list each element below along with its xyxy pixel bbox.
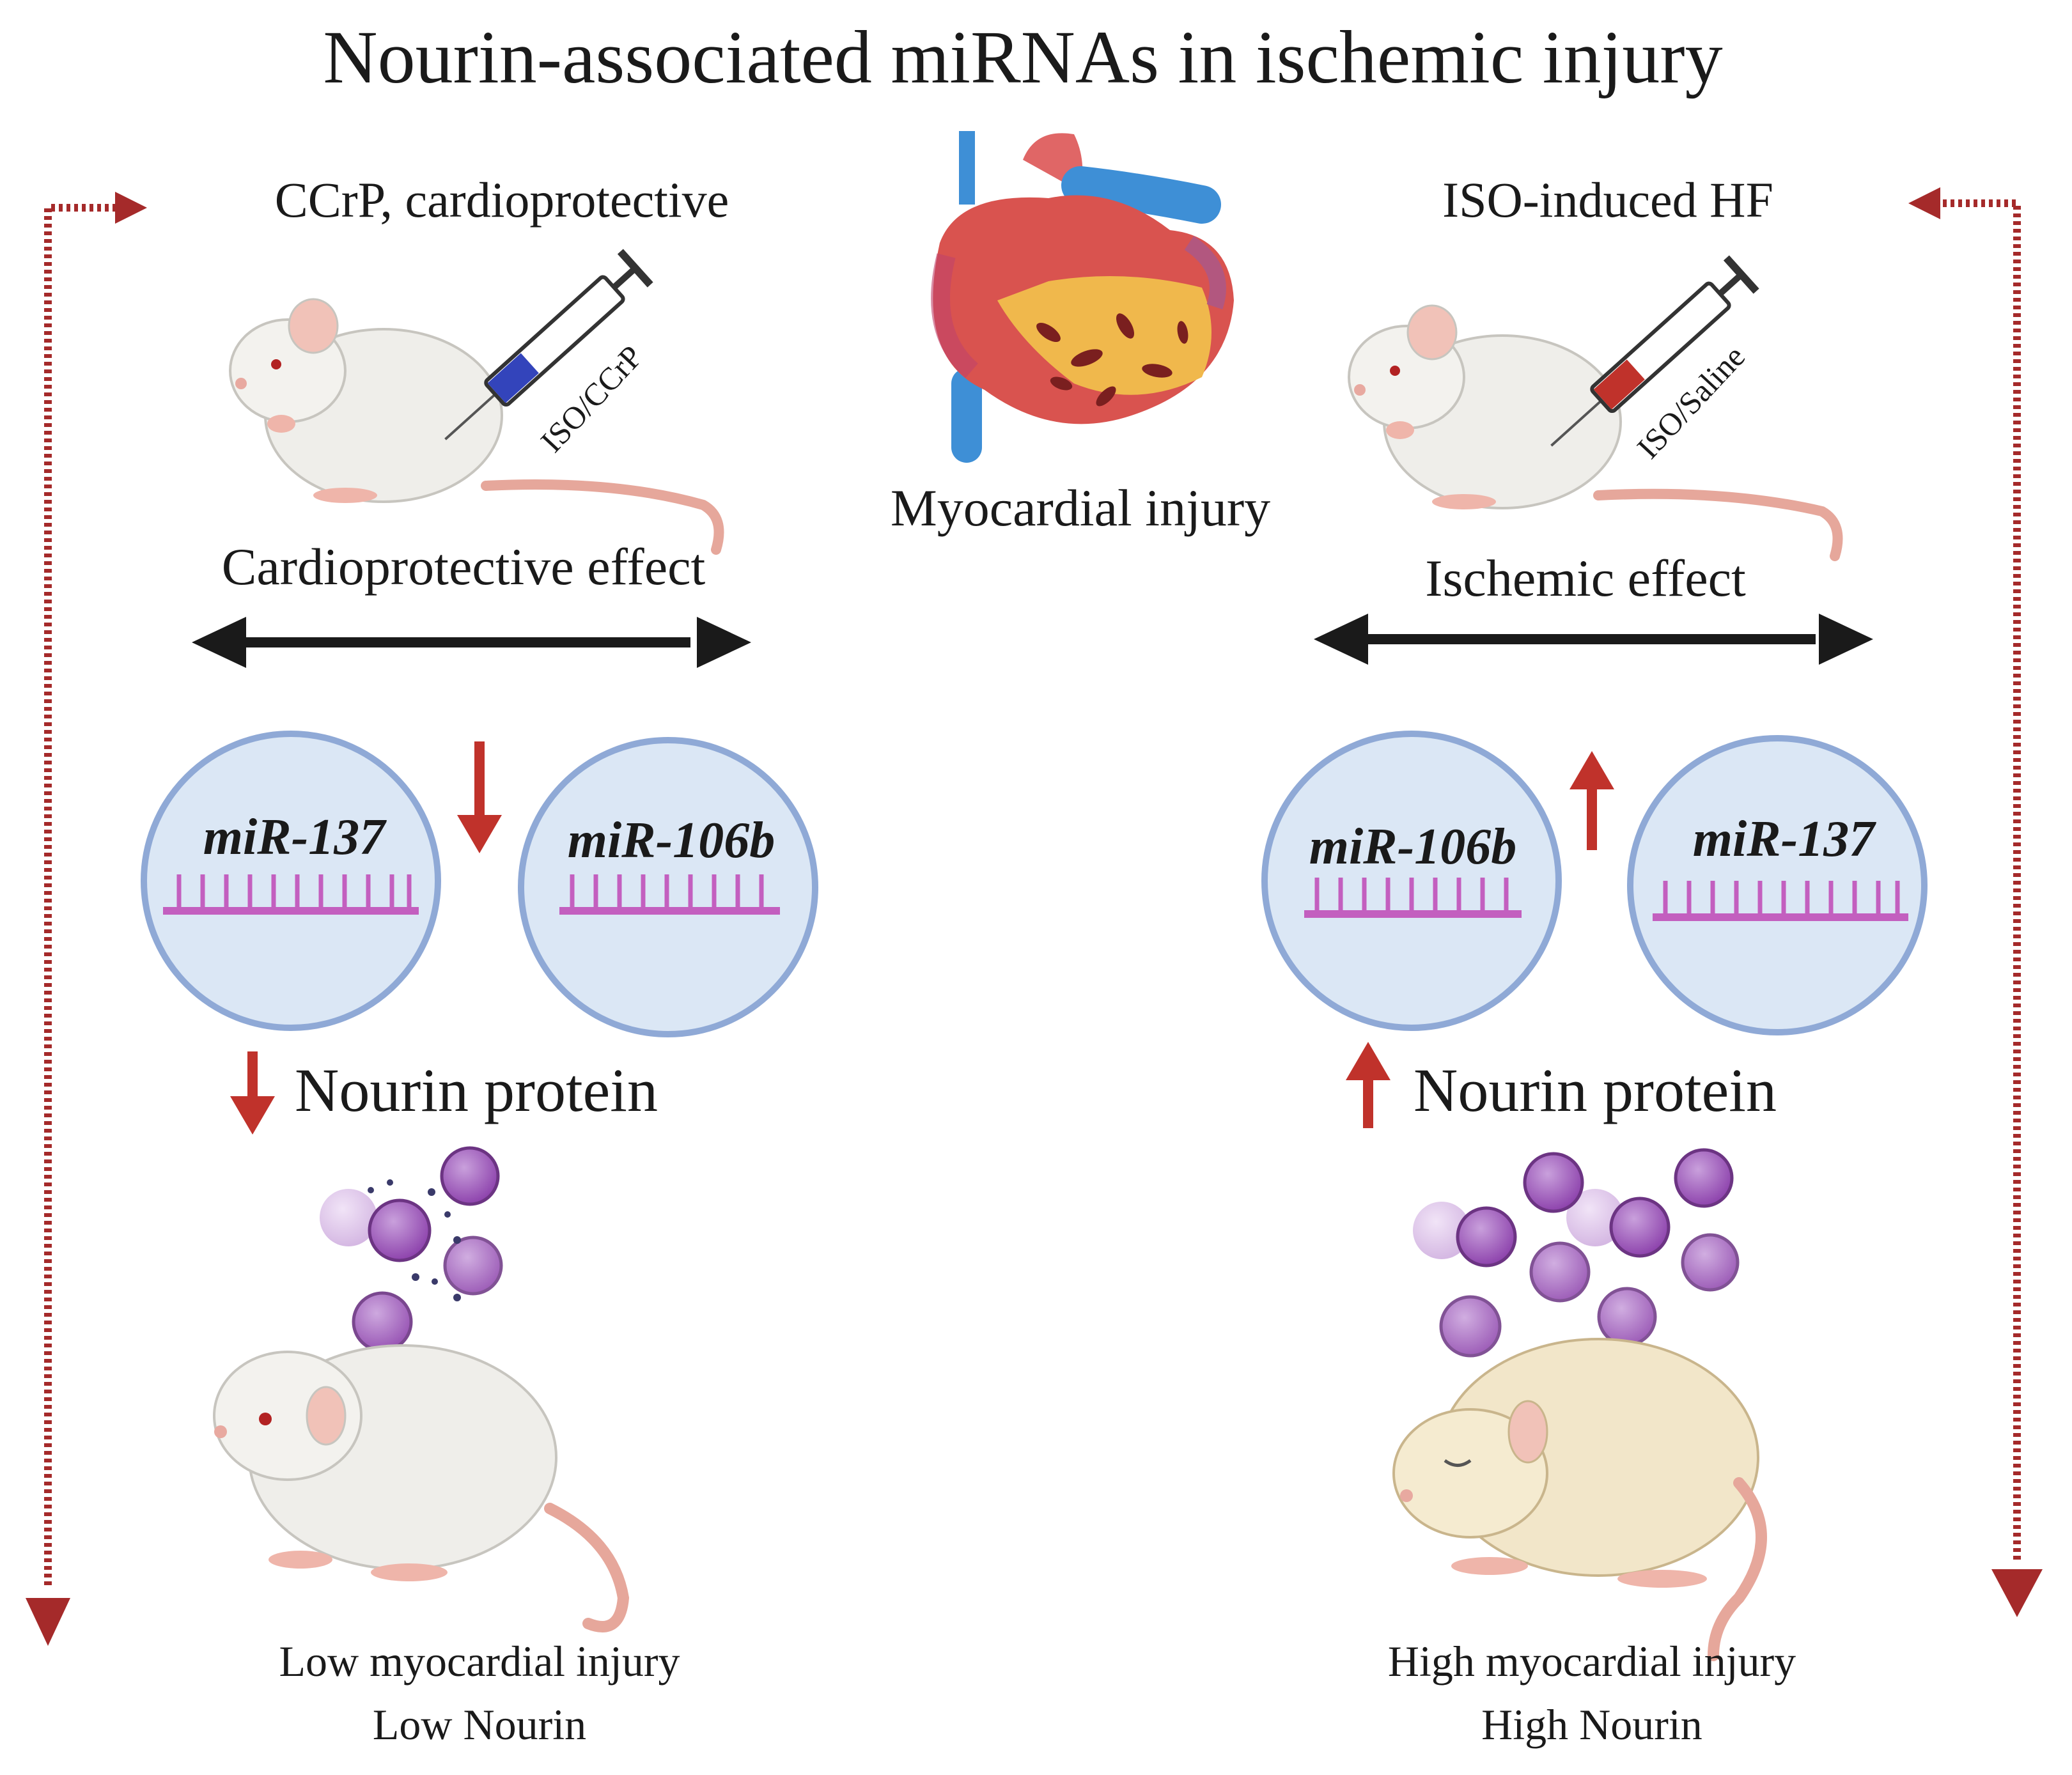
- heart-icon: [931, 131, 1234, 463]
- mirna-circle-right-2: [1627, 735, 1928, 1035]
- syringe-right-icon: [1550, 255, 1759, 447]
- nourin-particles-left: [320, 1146, 503, 1353]
- double-arrow-left: [192, 617, 751, 668]
- mirna-circle-left-2: [518, 737, 818, 1037]
- mirna-circle-left-1: [141, 731, 441, 1031]
- right-effect-label: Ischemic effect: [1425, 549, 1746, 607]
- page-title: Nourin-associated miRNAs in ischemic inj…: [323, 15, 1723, 99]
- mirna-right-2-label: miR-137: [1692, 811, 1875, 867]
- mouse-top-left-icon: [229, 298, 724, 555]
- right-nourin-protein: Nourin protein: [1414, 1056, 1777, 1124]
- left-header: CCrP, cardioprotective: [274, 172, 729, 228]
- left-outcome-line2: Low Nourin: [372, 1700, 587, 1749]
- syringe-left-icon: [444, 249, 653, 440]
- up-arrow-mirna-right: [1570, 751, 1614, 850]
- mouse-bottom-left-icon: [213, 1344, 630, 1632]
- rat-bottom-right-icon: [1392, 1338, 1767, 1661]
- up-arrow-nourin-right: [1346, 1042, 1390, 1128]
- mirna-left-2-label: miR-106b: [567, 812, 775, 869]
- left-dotted-flow-arrow: [26, 192, 147, 1646]
- nourin-particles-right: [1413, 1148, 1740, 1358]
- double-arrow-right: [1314, 614, 1873, 665]
- right-outcome-line1: High myocardial injury: [1387, 1637, 1796, 1686]
- center-label: Myocardial injury: [890, 479, 1271, 537]
- mirna-left-1-label: miR-137: [203, 809, 386, 865]
- left-effect-label: Cardioprotective effect: [221, 538, 706, 596]
- right-header: ISO-induced HF: [1442, 172, 1773, 228]
- left-nourin-protein: Nourin protein: [295, 1056, 658, 1124]
- down-arrow-mirna-left: [457, 741, 502, 853]
- left-outcome-line1: Low myocardial injury: [279, 1637, 680, 1686]
- right-dotted-flow-arrow: [1908, 187, 2043, 1617]
- left-outcome: Low myocardial injury Low Nourin: [279, 1630, 680, 1756]
- mirna-right-1-label: miR-106b: [1309, 819, 1517, 875]
- down-arrow-nourin-left: [230, 1051, 275, 1135]
- right-outcome-line2: High Nourin: [1481, 1700, 1702, 1749]
- mouse-top-right-icon: [1348, 304, 1843, 561]
- right-outcome: High myocardial injury High Nourin: [1388, 1630, 1796, 1756]
- mirna-circle-right-1: [1261, 731, 1562, 1031]
